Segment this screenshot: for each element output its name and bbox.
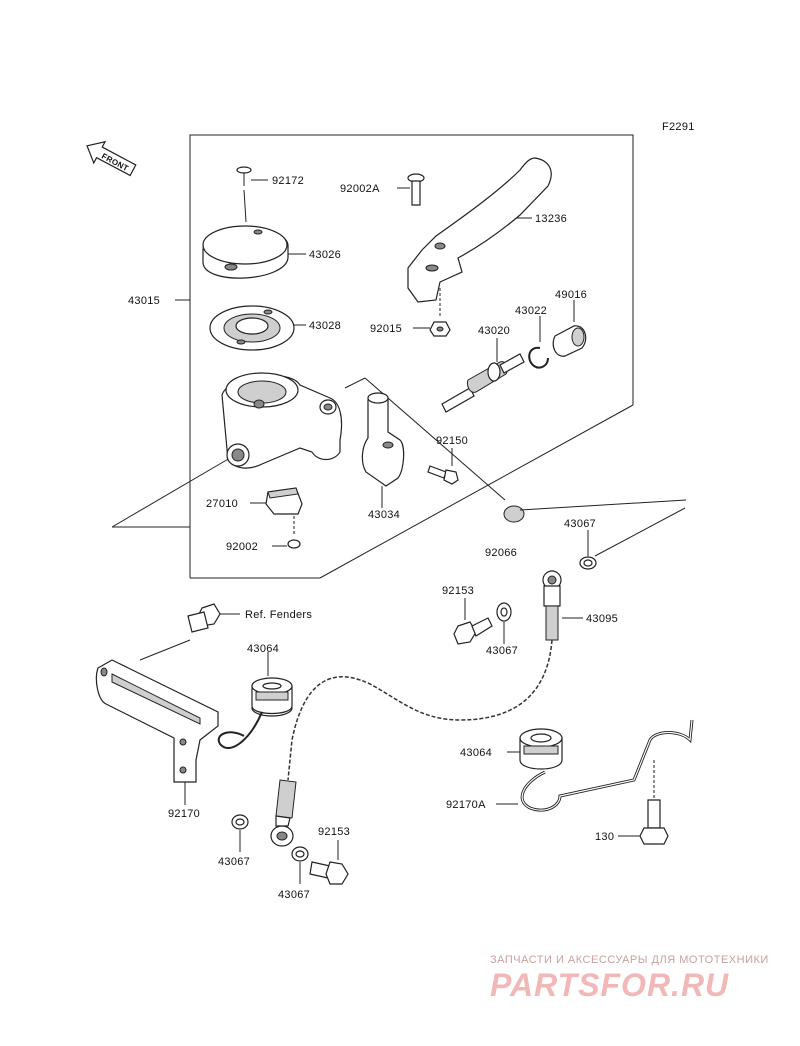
label-43015: 43015 [128, 295, 160, 307]
banjo-bolt-92153-top [453, 598, 493, 645]
master-cylinder-body [221, 372, 343, 469]
clip-92170A [496, 719, 694, 812]
label-43020: 43020 [478, 325, 510, 337]
label-92153-bottom: 92153 [318, 826, 350, 838]
label-43028: 43028 [309, 320, 341, 332]
brake-lever-13236 [407, 157, 552, 303]
leader-line [594, 507, 686, 557]
label-92170A: 92170A [446, 799, 486, 811]
label-92150: 92150 [436, 435, 468, 447]
label-13236: 13236 [535, 213, 567, 225]
fender-bolt [187, 603, 240, 633]
circlip-43022 [528, 316, 549, 369]
label-43022: 43022 [515, 305, 547, 317]
label-43067-bottom-left: 43067 [218, 856, 250, 868]
diaphragm-43028 [209, 305, 306, 351]
grommet-43064-left [217, 652, 293, 750]
washer-43067-top [579, 530, 597, 570]
label-43064-right: 43064 [460, 747, 492, 759]
watermark-logo: PARTSFOR.RU [490, 967, 729, 1003]
label-43034: 43034 [368, 509, 400, 521]
label-92153-top: 92153 [442, 585, 474, 597]
leader-line [519, 499, 687, 511]
label-ref-fenders: Ref. Fenders [245, 609, 312, 621]
pivot-bolt-92002A [397, 173, 425, 206]
bracket-92170 [95, 639, 219, 805]
label-27010: 27010 [206, 498, 238, 510]
label-92172: 92172 [272, 175, 304, 187]
diagram-code: F2291 [662, 121, 695, 133]
banjo-fitting-43095 [542, 570, 583, 641]
label-130: 130 [595, 831, 614, 843]
label-92002A: 92002A [340, 183, 380, 195]
bolt-92150 [427, 448, 459, 485]
plug-cap [503, 505, 525, 523]
brake-hose [287, 639, 553, 781]
label-49016: 49016 [555, 289, 587, 301]
reservoir-cap-43026 [202, 225, 306, 279]
label-43026: 43026 [309, 249, 341, 261]
label-92066: 92066 [485, 547, 517, 559]
washer-43067-middle [496, 602, 512, 644]
dust-boot-49016 [552, 300, 587, 357]
label-43064-left: 43064 [247, 643, 279, 655]
label-43067-top: 43067 [564, 518, 596, 530]
screw-92172 [236, 166, 268, 223]
bolt-130 [618, 760, 669, 845]
washer-43067-bottom [291, 846, 309, 884]
label-92170: 92170 [168, 808, 200, 820]
label-43067-bottom: 43067 [278, 889, 310, 901]
washer-43067-bottom-left [231, 814, 249, 852]
banjo-bolt-92153-bottom [309, 840, 349, 885]
banjo-fitting-lower [270, 779, 297, 847]
nut-92015 [413, 288, 451, 337]
label-92002: 92002 [226, 541, 258, 553]
brake-switch-27010 [250, 487, 303, 515]
watermark-tagline: ЗАПЧАСТИ И АКСЕССУАРЫ ДЛЯ МОТОТЕХНИКИ [490, 954, 769, 966]
label-43067-middle: 43067 [486, 645, 518, 657]
front-arrow-icon: FRONT [86, 140, 137, 177]
label-43095: 43095 [586, 613, 618, 625]
label-92015: 92015 [370, 323, 402, 335]
clamp-43034 [361, 392, 405, 508]
grommet-43064-right [507, 728, 563, 770]
piston-43020 [441, 338, 525, 413]
screw-92002 [272, 516, 301, 549]
